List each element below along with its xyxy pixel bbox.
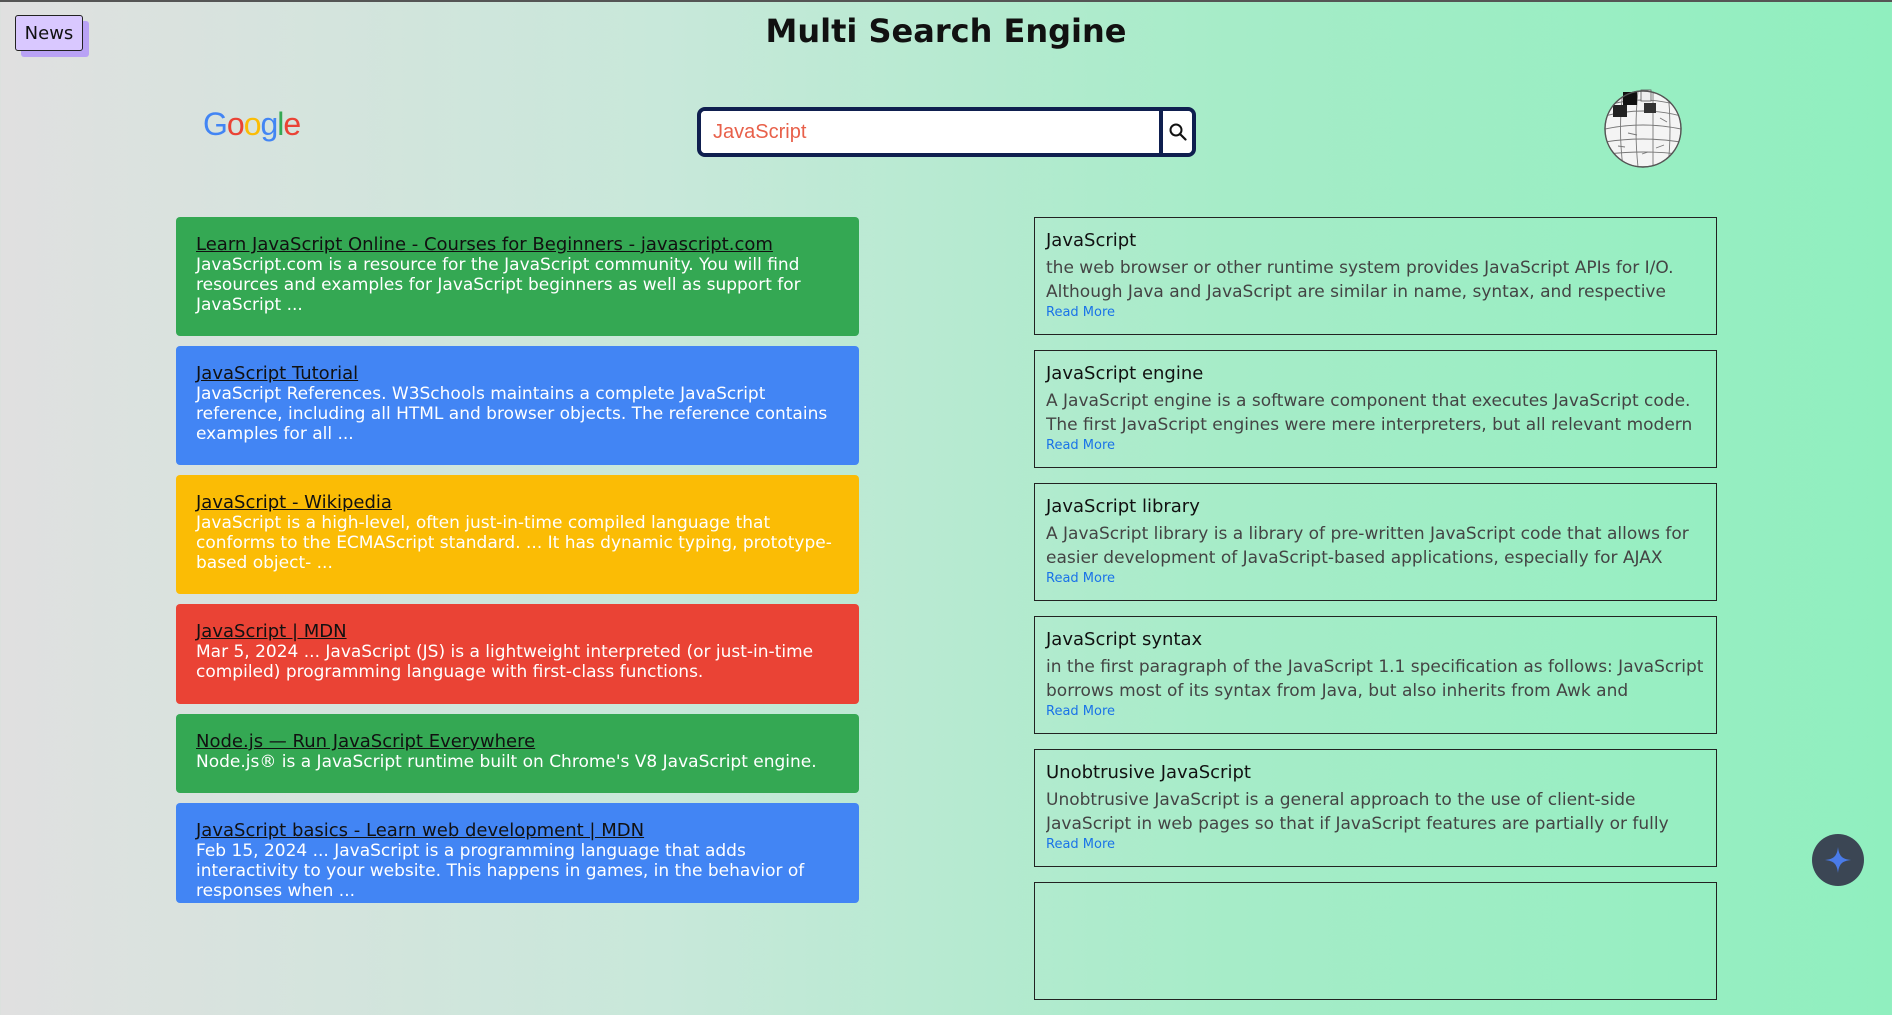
google-results: Learn JavaScript Online - Courses for Be… bbox=[176, 217, 859, 913]
wikipedia-result-card: JavaScript engine A JavaScript engine is … bbox=[1034, 350, 1717, 468]
page-title: Multi Search Engine bbox=[765, 12, 1127, 50]
wikipedia-result-title: JavaScript engine bbox=[1046, 363, 1204, 384]
google-logo-letter: e bbox=[283, 106, 301, 142]
wikipedia-result-title: JavaScript library bbox=[1046, 496, 1200, 517]
wikipedia-result-snippet: A JavaScript library is a library of pre… bbox=[1046, 524, 1689, 568]
google-result-link[interactable]: Learn JavaScript Online - Courses for Be… bbox=[196, 234, 773, 255]
wikipedia-results: JavaScript the web browser or other runti… bbox=[1034, 217, 1717, 1015]
google-result-snippet: Node.js® is a JavaScript runtime built o… bbox=[196, 752, 817, 772]
read-more-link[interactable]: Read More bbox=[1046, 438, 1116, 453]
search-bar bbox=[697, 107, 1196, 157]
google-logo-letter: o bbox=[226, 106, 245, 142]
google-result-snippet: JavaScript.com is a resource for the Jav… bbox=[196, 255, 801, 315]
google-logo-letter: o bbox=[243, 106, 262, 142]
google-result-snippet: JavaScript References. W3Schools maintai… bbox=[196, 384, 828, 444]
google-result-link[interactable]: JavaScript basics - Learn web developmen… bbox=[196, 820, 645, 841]
search-input[interactable] bbox=[701, 111, 1159, 153]
google-result-card: Learn JavaScript Online - Courses for Be… bbox=[176, 217, 859, 336]
google-result-link[interactable]: JavaScript | MDN bbox=[196, 621, 347, 642]
google-logo-letter: l bbox=[277, 106, 284, 142]
wikipedia-result-card: JavaScript syntax in the first paragraph … bbox=[1034, 616, 1717, 734]
wikipedia-result-snippet bbox=[1046, 899, 1705, 947]
wikipedia-result-title: JavaScript bbox=[1046, 230, 1137, 251]
wikipedia-result-snippet: A JavaScript engine is a software compon… bbox=[1046, 391, 1693, 435]
google-logo: Google bbox=[203, 106, 301, 143]
read-more-link[interactable]: Read More bbox=[1046, 305, 1116, 320]
google-result-snippet: Feb 15, 2024 ... JavaScript is a program… bbox=[196, 841, 805, 901]
google-result-link[interactable]: Node.js — Run JavaScript Everywhere bbox=[196, 731, 536, 752]
wikipedia-result-snippet: the web browser or other runtime system … bbox=[1046, 258, 1674, 302]
google-result-link[interactable]: JavaScript Tutorial bbox=[196, 363, 359, 384]
wikipedia-result-card: JavaScript library A JavaScript library i… bbox=[1034, 483, 1717, 601]
wikipedia-result-title: Unobtrusive JavaScript bbox=[1046, 762, 1251, 783]
assistant-button[interactable] bbox=[1812, 834, 1864, 886]
search-button[interactable] bbox=[1159, 111, 1192, 153]
google-logo-letter: G bbox=[203, 106, 228, 142]
wikipedia-result-snippet: in the first paragraph of the JavaScript… bbox=[1046, 657, 1704, 701]
news-button[interactable]: News bbox=[15, 15, 83, 51]
google-result-snippet: Mar 5, 2024 ... JavaScript (JS) is a lig… bbox=[196, 642, 814, 682]
google-logo-letter: g bbox=[260, 106, 278, 142]
read-more-link[interactable]: Read More bbox=[1046, 704, 1116, 719]
wikipedia-globe-icon bbox=[1604, 89, 1682, 168]
google-result-link[interactable]: JavaScript - Wikipedia bbox=[196, 492, 392, 513]
read-more-link[interactable]: Read More bbox=[1046, 571, 1116, 586]
sparkle-icon bbox=[1825, 847, 1851, 873]
search-icon bbox=[1169, 123, 1187, 141]
google-result-snippet: JavaScript is a high-level, often just-i… bbox=[196, 513, 832, 573]
wikipedia-result-card bbox=[1034, 882, 1717, 1000]
read-more-link[interactable]: Read More bbox=[1046, 837, 1116, 852]
wikipedia-result-snippet: Unobtrusive JavaScript is a general appr… bbox=[1046, 790, 1669, 834]
wikipedia-result-card: JavaScript the web browser or other runti… bbox=[1034, 217, 1717, 335]
google-result-card: JavaScript basics - Learn web developmen… bbox=[176, 803, 859, 903]
wikipedia-result-title: JavaScript syntax bbox=[1046, 629, 1203, 650]
